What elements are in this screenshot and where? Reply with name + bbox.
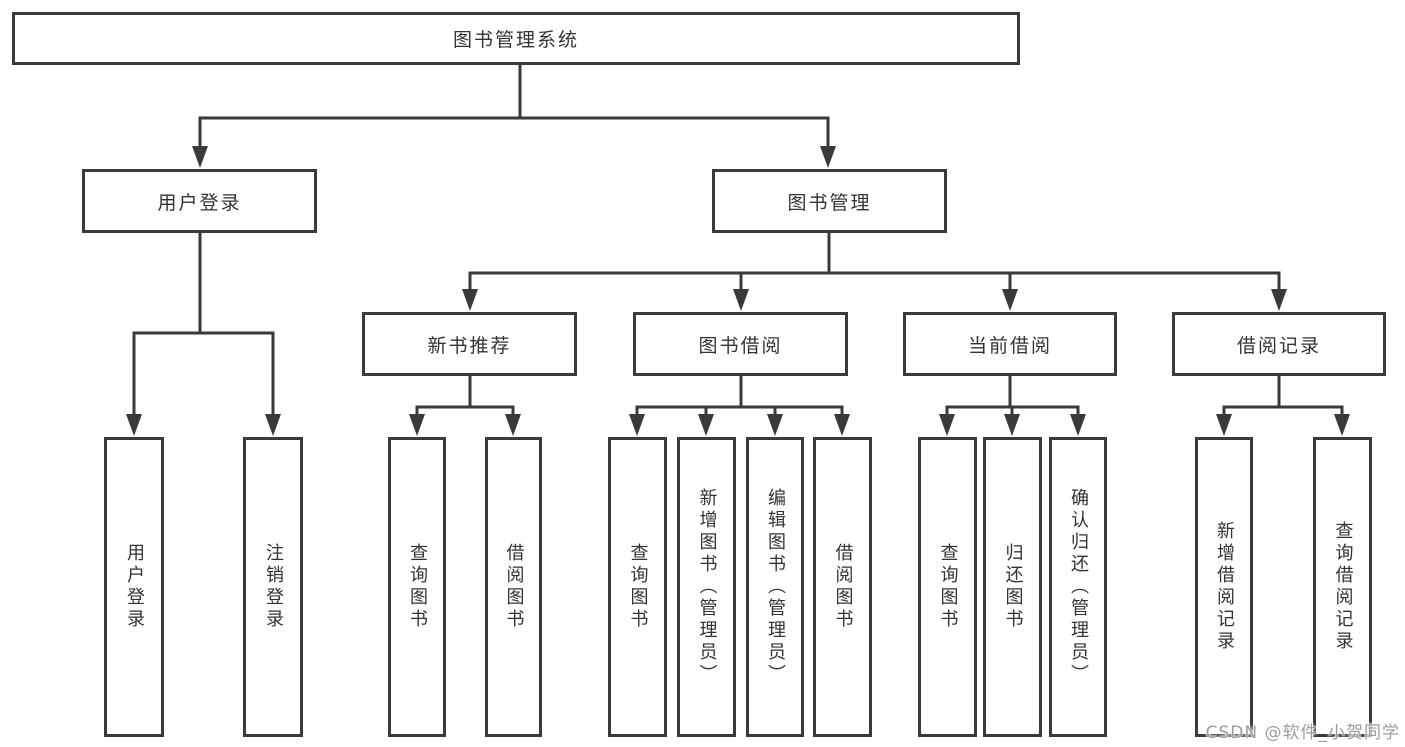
leaf-current-query-label: 查询图书 [937, 543, 959, 631]
leaf-current-query: 查询图书 [918, 437, 977, 737]
leaf-current-return: 归还图书 [983, 437, 1042, 737]
node-user-login: 用户登录 [82, 169, 317, 233]
leaf-record-query-label: 查询借阅记录 [1332, 521, 1354, 653]
leaf-current-confirm-return: 确认归还（管理员） [1049, 437, 1107, 737]
leaf-newbook-borrow-label: 借阅图书 [503, 543, 525, 631]
leaf-current-confirm-return-label: 确认归还（管理员） [1068, 488, 1089, 686]
leaf-user-login-label: 用户登录 [124, 543, 145, 631]
leaf-record-query: 查询借阅记录 [1313, 437, 1372, 737]
leaf-logout-label: 注销登录 [263, 543, 284, 631]
leaf-borrow-query: 查询图书 [608, 437, 667, 737]
node-book-borrow-label: 图书借阅 [698, 334, 783, 357]
leaf-newbook-query: 查询图书 [388, 437, 446, 737]
leaf-record-add-label: 新增借阅记录 [1214, 521, 1235, 653]
connector-userlogin-branch [132, 331, 275, 419]
leaf-borrow-borrow-book: 借阅图书 [813, 437, 872, 737]
connector-bookborrow-branch [635, 405, 844, 419]
csdn-watermark: CSDN @软件_小贺同学 [1205, 723, 1400, 743]
node-new-book-recommend: 新书推荐 [362, 312, 577, 376]
leaf-user-login: 用户登录 [104, 437, 164, 737]
node-root: 图书管理系统 [12, 12, 1020, 65]
connector-level2-branch [198, 116, 830, 152]
node-root-label: 图书管理系统 [452, 29, 579, 51]
node-borrow-record-label: 借阅记录 [1236, 334, 1321, 357]
node-book-borrow: 图书借阅 [633, 312, 848, 376]
leaf-record-add: 新增借阅记录 [1195, 437, 1253, 737]
node-book-management-label: 图书管理 [787, 191, 872, 214]
node-new-book-recommend-label: 新书推荐 [427, 334, 512, 357]
leaf-borrow-query-label: 查询图书 [627, 543, 649, 631]
connector-borrowrecord-branch [1222, 405, 1344, 419]
node-current-borrow: 当前借阅 [903, 312, 1117, 376]
node-user-login-label: 用户登录 [157, 191, 242, 214]
leaf-borrow-borrow-book-label: 借阅图书 [832, 543, 854, 631]
connector-level3-branch [468, 271, 1281, 294]
leaf-current-return-label: 归还图书 [1002, 543, 1024, 631]
leaf-borrow-edit-book: 编辑图书（管理员） [746, 437, 804, 737]
leaf-borrow-add-book: 新增图书（管理员） [677, 437, 736, 737]
leaf-borrow-edit-book-label: 编辑图书（管理员） [765, 488, 786, 686]
leaf-newbook-query-label: 查询图书 [407, 543, 428, 631]
node-book-management: 图书管理 [712, 169, 947, 233]
leaf-borrow-add-book-label: 新增图书（管理员） [696, 488, 718, 686]
leaf-newbook-borrow: 借阅图书 [485, 437, 542, 737]
node-borrow-record: 借阅记录 [1172, 312, 1386, 376]
node-current-borrow-label: 当前借阅 [967, 334, 1052, 357]
connector-newbook-branch [415, 405, 515, 419]
arrowheads [126, 146, 1350, 436]
leaf-logout: 注销登录 [243, 437, 303, 737]
